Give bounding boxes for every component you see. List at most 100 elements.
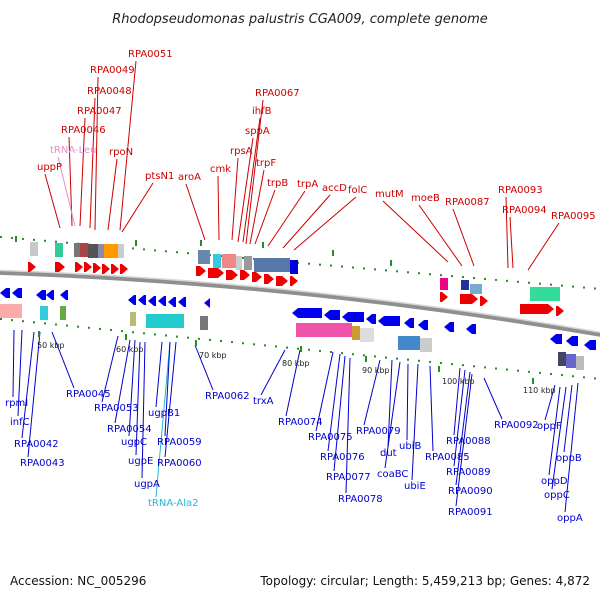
gene-label-ugpb1: ugpB1: [148, 408, 180, 419]
forward-gene-arrow: [75, 262, 83, 272]
gene-label-rpa0049: RPA0049: [90, 65, 135, 76]
tick-mark: [583, 376, 585, 379]
feature-box: [566, 354, 576, 368]
tick-major: [15, 236, 17, 242]
forward-gene-arrow: [55, 262, 65, 272]
reverse-label-line-rpa0092: [483, 377, 503, 420]
reverse-label-line-rpa0089: [453, 369, 466, 467]
reverse-label-line-rpmi: [12, 329, 15, 398]
scale-label: 50 kbp: [37, 341, 65, 350]
tick-mark: [209, 338, 211, 341]
gene-label-rpa0089: RPA0089: [446, 467, 491, 478]
forward-label-line-mutm: [382, 200, 449, 263]
tick-mark: [594, 287, 596, 290]
reverse-label-line-rpa0062: [194, 344, 214, 391]
tick-mark: [297, 347, 299, 350]
tick-mark: [264, 344, 266, 347]
gene-label-accd: accD: [322, 183, 347, 194]
gene-label-rpa0091: RPA0091: [448, 507, 493, 518]
tick-major: [365, 356, 367, 362]
gene-label-cmk: cmk: [210, 164, 231, 175]
forward-gene-arrow: [264, 274, 274, 284]
gene-label-oppb: oppB: [556, 453, 582, 464]
gene-label-trna-ala2: tRNA-Ala2: [148, 498, 198, 509]
forward-gene-arrow: [111, 264, 119, 274]
tick-mark: [495, 367, 497, 370]
tick-mark: [308, 262, 310, 265]
tick-mark: [187, 336, 189, 339]
forward-label-line-rpa0093: [505, 196, 509, 269]
feature-box: [40, 306, 48, 320]
tick-mark: [55, 323, 57, 326]
tick-mark: [132, 247, 134, 250]
tick-mark: [242, 256, 244, 259]
feature-box: [461, 280, 469, 290]
reverse-gene-arrow: [36, 290, 46, 300]
tick-major: [200, 240, 202, 246]
forward-label-line-rpa0087: [452, 208, 475, 267]
tick-mark: [330, 351, 332, 353]
tick-mark: [143, 248, 145, 251]
reverse-label-line-rpa0045: [51, 331, 75, 389]
forward-label-line-rpa0047: [79, 117, 86, 227]
reverse-label-line-oppc: [551, 386, 567, 490]
tick-mark: [198, 337, 200, 340]
feature-box: [146, 314, 184, 328]
tick-mark: [33, 238, 35, 241]
forward-label-line-sppa: [237, 137, 254, 243]
tick-mark: [429, 273, 431, 276]
gene-label-ihfb: ihfB: [252, 106, 272, 117]
feature-boxes: [0, 242, 584, 370]
tick-mark: [418, 272, 420, 275]
tick-mark: [286, 346, 288, 349]
tick-mark: [22, 320, 24, 323]
tick-mark: [341, 352, 343, 355]
tick-mark: [572, 375, 574, 378]
tick-mark: [539, 371, 541, 374]
forward-label-line-rpa0067: [245, 99, 264, 245]
tick-mark: [550, 373, 552, 375]
tick-mark: [385, 356, 387, 359]
tick-mark: [242, 342, 244, 345]
feature-box: [88, 244, 98, 258]
gene-label-rpa0047: RPA0047: [77, 106, 122, 117]
tick-major: [38, 331, 40, 337]
gene-label-folc: folC: [348, 185, 367, 196]
reverse-gene-arrow: [204, 298, 210, 308]
forward-label-line-ptsn1: [121, 182, 154, 233]
tick-mark: [66, 241, 68, 244]
reverse-gene-arrow: [366, 314, 376, 324]
feature-box: [576, 356, 584, 370]
tick-major: [332, 250, 334, 256]
tick-mark: [132, 331, 134, 334]
feature-box: [360, 328, 374, 342]
gene-label-trpb: trpB: [267, 178, 288, 189]
tick-mark: [451, 363, 453, 366]
tick-major: [532, 378, 534, 384]
feature-box: [55, 243, 63, 257]
forward-label-line-rpa0048: [89, 97, 96, 229]
gene-label-oppd: oppD: [541, 476, 568, 487]
tick-mark: [418, 359, 420, 362]
forward-label-line-rpa0051: [119, 60, 137, 231]
map-title: Rhodopseudomonas palustris CGA009, compl…: [112, 12, 488, 27]
tick-major: [195, 340, 197, 346]
tick-mark: [451, 275, 453, 278]
forward-label-line-rpa0095: [527, 222, 560, 271]
forward-gene-arrow: [120, 264, 128, 274]
feature-box: [60, 306, 66, 320]
feature-box: [198, 250, 210, 264]
gene-label-rpa0090: RPA0090: [448, 486, 493, 497]
forward-label-line-rpa0094: [509, 216, 514, 269]
forward-label-line-rpa0049: [94, 76, 99, 231]
gene-label-trna-leu: tRNA-Leu: [50, 145, 96, 156]
forward-gene-arrow: [276, 276, 288, 286]
tick-mark: [517, 369, 519, 372]
gene-label-rpa0092: RPA0092: [494, 420, 539, 431]
accession-text: Accession: NC_005296: [10, 574, 146, 588]
gene-label-dut: dut: [380, 448, 397, 459]
feature-box: [222, 254, 236, 268]
reverse-label-line-trna-ala2: [155, 341, 171, 498]
gene-label-uppp: uppP: [37, 162, 62, 173]
